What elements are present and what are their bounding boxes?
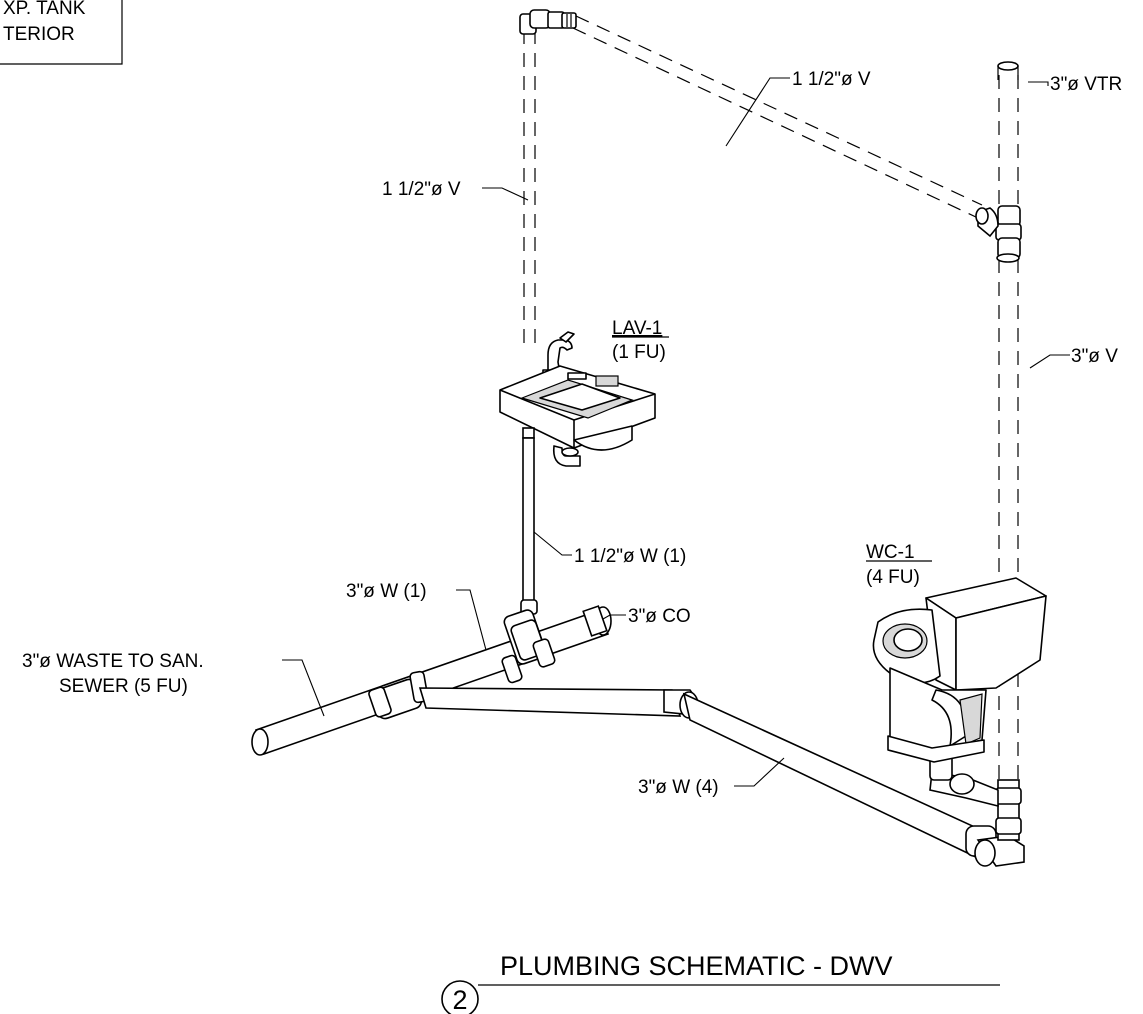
label-vent-right-riser: 3"ø V xyxy=(1071,346,1118,367)
lav-1-tag: LAV-1 xyxy=(612,318,662,339)
lav-1-fu: (1 FU) xyxy=(612,342,666,363)
detail-number-bubble xyxy=(441,980,479,1014)
drawing-title-block: 2 PLUMBING SCHEMATIC - DWV xyxy=(441,951,1000,1014)
wc-1-tag: WC-1 xyxy=(866,542,915,563)
label-vent-left-riser: 1 1/2"ø V xyxy=(382,179,461,200)
label-main-waste-line1: 3"ø WASTE TO SAN. xyxy=(22,651,204,672)
waste-piping xyxy=(251,605,1025,867)
label-wc-waste: 3"ø W (4) xyxy=(638,777,719,798)
leader-lines xyxy=(282,77,1070,787)
drawing-title: PLUMBING SCHEMATIC - DWV xyxy=(500,951,893,981)
detail-number: 2 xyxy=(452,985,467,1014)
wc-1-fu: (4 FU) xyxy=(866,567,920,588)
corner-note-line2: TERIOR xyxy=(3,24,75,45)
lav-1-fixture xyxy=(499,331,656,467)
corner-note: XP. TANK TERIOR xyxy=(0,0,123,65)
lav-waste-pipe xyxy=(520,437,538,615)
corner-note-line1: XP. TANK xyxy=(3,0,86,19)
wc-1-fixture xyxy=(872,577,1047,763)
label-vent-top-diagonal: 1 1/2"ø V xyxy=(792,69,871,90)
label-vtr: 3"ø VTR xyxy=(1050,74,1122,95)
label-cleanout: 3"ø CO xyxy=(628,606,691,627)
label-lav-waste: 1 1/2"ø W (1) xyxy=(574,546,686,567)
label-waste-left-branch: 3"ø W (1) xyxy=(346,581,427,602)
label-main-waste-line2: SEWER (5 FU) xyxy=(59,676,188,697)
